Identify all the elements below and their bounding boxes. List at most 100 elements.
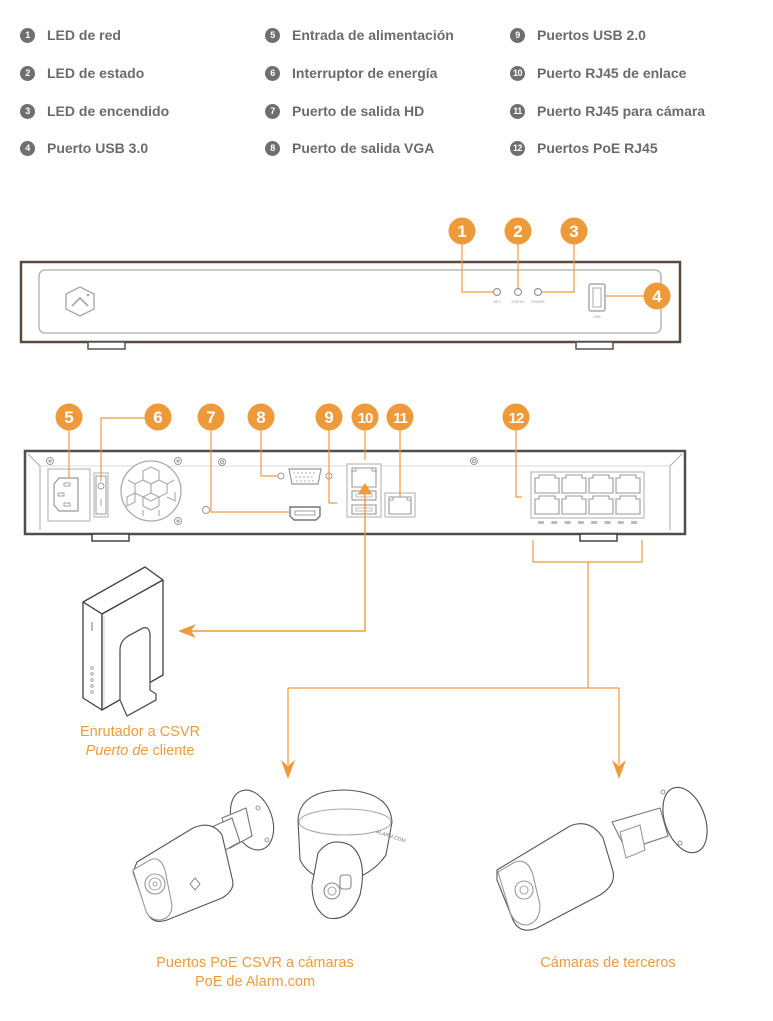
- legend-item-poe-rj45: 12 Puertos PoE RJ45: [510, 137, 658, 159]
- rear-panel: [23, 417, 687, 542]
- camera-rj45-icon: [384, 492, 416, 518]
- legend-item-net-led: 1 LED de red: [20, 24, 121, 46]
- usb-label: USB: [593, 315, 601, 319]
- legend-item-vga-out: 8 Puerto de salida VGA: [265, 137, 434, 159]
- router-caption-line1: Enrutador a CSVR: [79, 724, 201, 740]
- poe-port-icon: [561, 495, 587, 515]
- router-caption-line2: Puerto de cliente: [45, 742, 235, 761]
- adc-cameras-caption-line1: Puertos PoE CSVR a cámaras: [156, 955, 354, 971]
- poe-led-icon: [551, 521, 558, 524]
- status-led-label: STATUS: [511, 300, 525, 304]
- router-icon: [82, 566, 164, 717]
- callout-number-12: 12: [509, 410, 524, 427]
- adc-cameras-caption-line2: PoE de Alarm.com: [194, 974, 316, 990]
- net-led-icon: [492, 287, 502, 297]
- callout-number-2: 2: [513, 222, 522, 241]
- callout-number-4: 4: [652, 287, 662, 306]
- legend-label: Puerto USB 3.0: [47, 140, 149, 156]
- adc-bullet-camera-icon: [132, 789, 275, 922]
- legend-badge: 11: [510, 103, 525, 119]
- legend-label: LED de encendido: [47, 103, 170, 119]
- legend-badge: 1: [20, 27, 35, 43]
- legend-label: LED de red: [47, 27, 121, 43]
- legend-item-status-led: 2 LED de estado: [20, 62, 144, 84]
- adc-cameras-arrow-head-icon: [281, 760, 295, 779]
- fan-icon: [120, 460, 182, 522]
- alarm-com-logo-icon: [65, 286, 95, 317]
- legend-item-hd-out: 7 Puerto de salida HD: [265, 100, 424, 122]
- power-led-label: POWER: [531, 300, 545, 304]
- status-led-icon: [513, 287, 523, 297]
- legend-label: Puertos PoE RJ45: [537, 140, 658, 156]
- callout-line-9: [328, 428, 337, 504]
- legend-badge: 7: [265, 103, 280, 119]
- callout-line-1: [461, 243, 493, 293]
- poe-led-icon: [617, 521, 624, 524]
- poe-rj45-ports: [530, 471, 645, 524]
- legend-badge: 3: [20, 103, 35, 119]
- legend-item-camera-rj45: 11 Puerto RJ45 para cámara: [510, 100, 705, 122]
- poe-port-icon: [588, 474, 614, 494]
- rear-foot-left: [91, 533, 130, 542]
- poe-bracket: [532, 540, 643, 563]
- legend-label: Puerto RJ45 para cámara: [537, 103, 706, 119]
- legend-label: Entrada de alimentación: [292, 27, 454, 43]
- callout-number-7: 7: [206, 408, 215, 427]
- adc-turret-camera-icon: ALARM.COM: [297, 789, 406, 920]
- uplink-to-router-line: [185, 494, 366, 632]
- third-party-arrow-head-icon: [612, 760, 626, 779]
- legend-item-power-switch: 6 Interruptor de energía: [265, 62, 437, 84]
- power-input-icon: [47, 468, 91, 522]
- callout-badge-3: [560, 217, 588, 245]
- legend-label: Interruptor de energía: [292, 65, 438, 81]
- router-arrow-head-icon: [178, 624, 196, 638]
- legend-badge: 12: [510, 140, 525, 156]
- poe-led-icon: [631, 521, 638, 524]
- callout-badge-5: [55, 403, 83, 431]
- router-caption: Enrutador a CSVR Puerto de cliente: [45, 723, 235, 761]
- poe-port-icon: [561, 474, 587, 494]
- callout-badge-11: [386, 403, 414, 431]
- callout-badge-10: [351, 403, 379, 431]
- legend-label: LED de estado: [47, 65, 145, 81]
- adc-cameras-caption: Puertos PoE CSVR a cámaras PoE de Alarm.…: [130, 954, 380, 992]
- callout-line-3: [542, 243, 575, 293]
- legend-badge: 8: [265, 140, 280, 156]
- poe-led-icon: [591, 521, 598, 524]
- router-caption-rest: cliente: [148, 743, 195, 759]
- legend-item-usb2: 9 Puertos USB 2.0: [510, 24, 646, 46]
- poe-port-icon: [534, 495, 560, 515]
- legend-badge: 4: [20, 140, 35, 156]
- callout-number-5: 5: [64, 408, 73, 427]
- front-panel: NET STATUS POWER USB: [19, 243, 682, 350]
- callout-number-11: 11: [393, 410, 408, 427]
- uplink-rj45-icon: [351, 467, 377, 488]
- callout-number-1: 1: [457, 222, 466, 241]
- poe-led-icon: [564, 521, 571, 524]
- legend: 1 LED de red 2 LED de estado 3 LED de en…: [0, 24, 773, 164]
- legend-item-uplink-rj45: 10 Puerto RJ45 de enlace: [510, 62, 686, 84]
- callout-number-10: 10: [358, 410, 373, 427]
- callout-number-9: 9: [324, 408, 333, 427]
- poe-port-icon: [615, 495, 641, 515]
- net-led-label: NET: [494, 300, 502, 304]
- legend-label: Puerto RJ45 de enlace: [537, 65, 687, 81]
- legend-item-usb3: 4 Puerto USB 3.0: [20, 137, 148, 159]
- poe-port-icon: [534, 474, 560, 494]
- callout-badge-2: [504, 217, 532, 245]
- callout-line-8: [260, 428, 278, 477]
- legend-badge: 2: [20, 65, 35, 81]
- callout-number-8: 8: [256, 408, 265, 427]
- callout-badge-1: [448, 217, 476, 245]
- legend-item-power-input: 5 Entrada de alimentación: [265, 24, 454, 46]
- callout-badge-9: [315, 403, 343, 431]
- router-caption-italic: Puerto de: [85, 743, 149, 759]
- front-panel-bezel: [38, 269, 662, 334]
- usb3-port-icon: [588, 283, 606, 312]
- poe-led-icon: [577, 521, 584, 524]
- callout-badge-8: [247, 403, 275, 431]
- callout-badge-4: [643, 282, 671, 310]
- poe-led-icon: [538, 521, 544, 524]
